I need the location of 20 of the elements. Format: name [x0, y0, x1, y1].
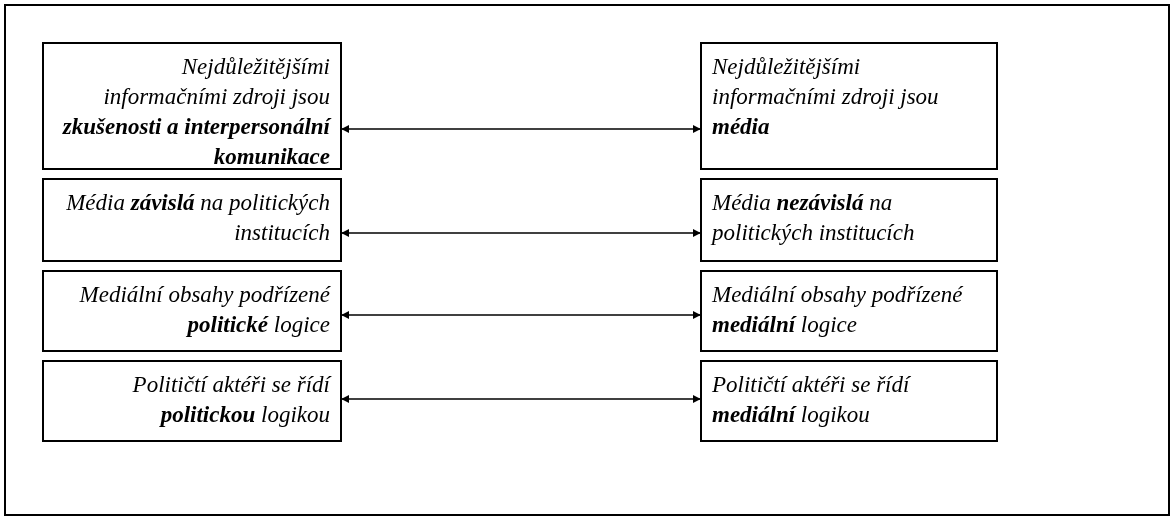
box-text: Mediální obsahy podřízené mediální logice	[712, 281, 964, 339]
box-text: Nejdůležitějšími informačními zdroji jsou média	[712, 53, 940, 141]
double-arrow	[341, 125, 701, 133]
box-text: Političtí aktéři se řídí mediální logikou	[712, 371, 912, 429]
text-box	[700, 360, 998, 442]
double-arrow	[341, 311, 701, 319]
double-arrow	[341, 229, 701, 237]
text-box	[42, 178, 342, 262]
double-arrow	[341, 395, 701, 403]
box-text: Mediální obsahy podřízené politické logice	[78, 281, 330, 339]
box-text: Političtí aktéři se řídí politickou logikou	[131, 371, 330, 429]
box-text: Média závislá na politických institucích	[65, 189, 330, 247]
text-box	[700, 178, 998, 262]
text-box	[42, 360, 342, 442]
box-text: Nejdůležitějšími informačními zdroji jsou zkušenosti a interpersonální komunikace	[61, 53, 330, 171]
text-box	[700, 270, 998, 352]
box-text: Média nezávislá na politických institucích	[712, 189, 916, 247]
text-box	[42, 42, 342, 170]
text-box	[700, 42, 998, 170]
text-box	[42, 270, 342, 352]
